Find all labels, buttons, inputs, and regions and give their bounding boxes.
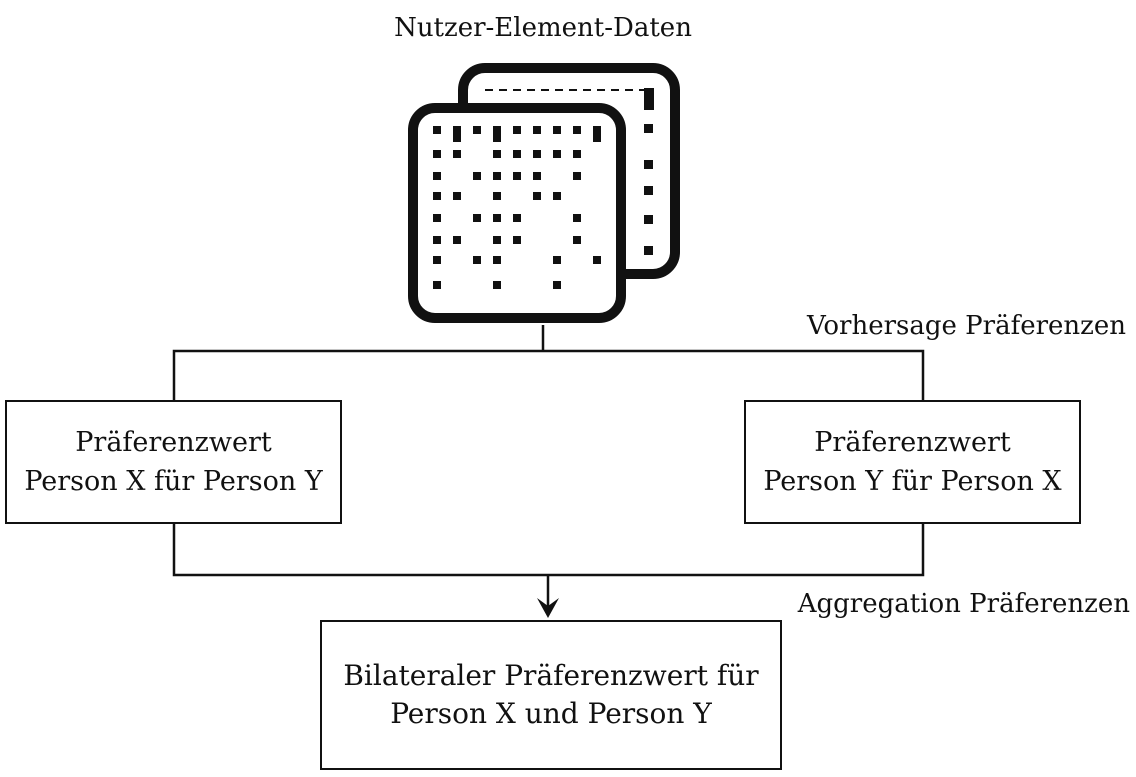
matrix-dot	[553, 281, 561, 289]
matrix-dot	[493, 150, 501, 158]
preference-y-for-x-line2: Person Y für Person X	[763, 466, 1062, 497]
matrix-dot	[473, 172, 481, 180]
bilateral-preference-line1: Bilateraler Präferenzwert für	[343, 659, 759, 692]
preference-x-for-y-line1: Präferenzwert	[75, 427, 272, 458]
matrix-dot	[453, 192, 461, 200]
matrix-dot	[433, 214, 441, 222]
matrix-dot	[453, 126, 461, 142]
matrix-dot	[493, 172, 501, 180]
matrix-dot	[533, 172, 541, 180]
matrix-dot	[433, 236, 441, 244]
back-sheet-dots	[644, 88, 654, 255]
matrix-dot	[553, 192, 561, 200]
matrix-dot	[493, 236, 501, 244]
matrix-dot	[493, 214, 501, 222]
matrix-dot	[533, 192, 541, 200]
matrix-dot	[473, 256, 481, 264]
matrix-dot	[493, 256, 501, 264]
matrix-dot	[433, 126, 441, 134]
diagram-title: Nutzer-Element-Daten	[394, 13, 692, 43]
matrix-dot	[493, 192, 501, 200]
matrix-dot	[493, 281, 501, 289]
arrow-head	[537, 598, 559, 618]
matrix-dot	[433, 172, 441, 180]
matrix-dot	[433, 192, 441, 200]
aggregate-preferences-label: Aggregation Präferenzen	[797, 589, 1130, 619]
matrix-dot	[573, 214, 581, 222]
predict-bracket	[172, 349, 925, 400]
preference-x-for-y-box: Präferenzwert Person X für Person Y	[5, 400, 342, 524]
matrix-dot	[493, 126, 501, 142]
matrix-dot	[453, 236, 461, 244]
matrix-dot	[473, 214, 481, 222]
matrix-dot	[513, 236, 521, 244]
matrix-dot	[513, 126, 521, 134]
matrix-dot	[513, 172, 521, 180]
matrix-dot	[573, 172, 581, 180]
data-matrix-icon	[408, 63, 680, 323]
front-sheet	[408, 103, 626, 323]
matrix-dot	[573, 126, 581, 134]
matrix-dot	[453, 150, 461, 158]
front-sheet-dots	[433, 126, 601, 289]
matrix-dot	[593, 256, 601, 264]
preference-x-for-y-line2: Person X für Person Y	[24, 466, 323, 497]
matrix-dot	[513, 214, 521, 222]
matrix-dot	[433, 281, 441, 289]
predict-preferences-label: Vorhersage Präferenzen	[807, 311, 1126, 341]
preference-y-for-x-box: Präferenzwert Person Y für Person X	[744, 400, 1081, 524]
preference-y-for-x-line1: Präferenzwert	[814, 427, 1011, 458]
matrix-dot	[553, 126, 561, 134]
matrix-dot	[533, 126, 541, 134]
matrix-dot	[553, 150, 561, 158]
matrix-dot	[433, 150, 441, 158]
matrix-dot	[593, 126, 601, 142]
matrix-dot	[573, 150, 581, 158]
matrix-dot	[433, 256, 441, 264]
matrix-dot	[513, 150, 521, 158]
bilateral-preference-line2: Person X und Person Y	[390, 697, 712, 730]
matrix-dot	[473, 126, 481, 134]
matrix-dot	[553, 256, 561, 264]
bilateral-preference-box: Bilateraler Präferenzwert für Person X u…	[320, 620, 782, 770]
matrix-dot	[533, 150, 541, 158]
matrix-dot	[573, 236, 581, 244]
aggregate-bracket	[172, 524, 925, 577]
